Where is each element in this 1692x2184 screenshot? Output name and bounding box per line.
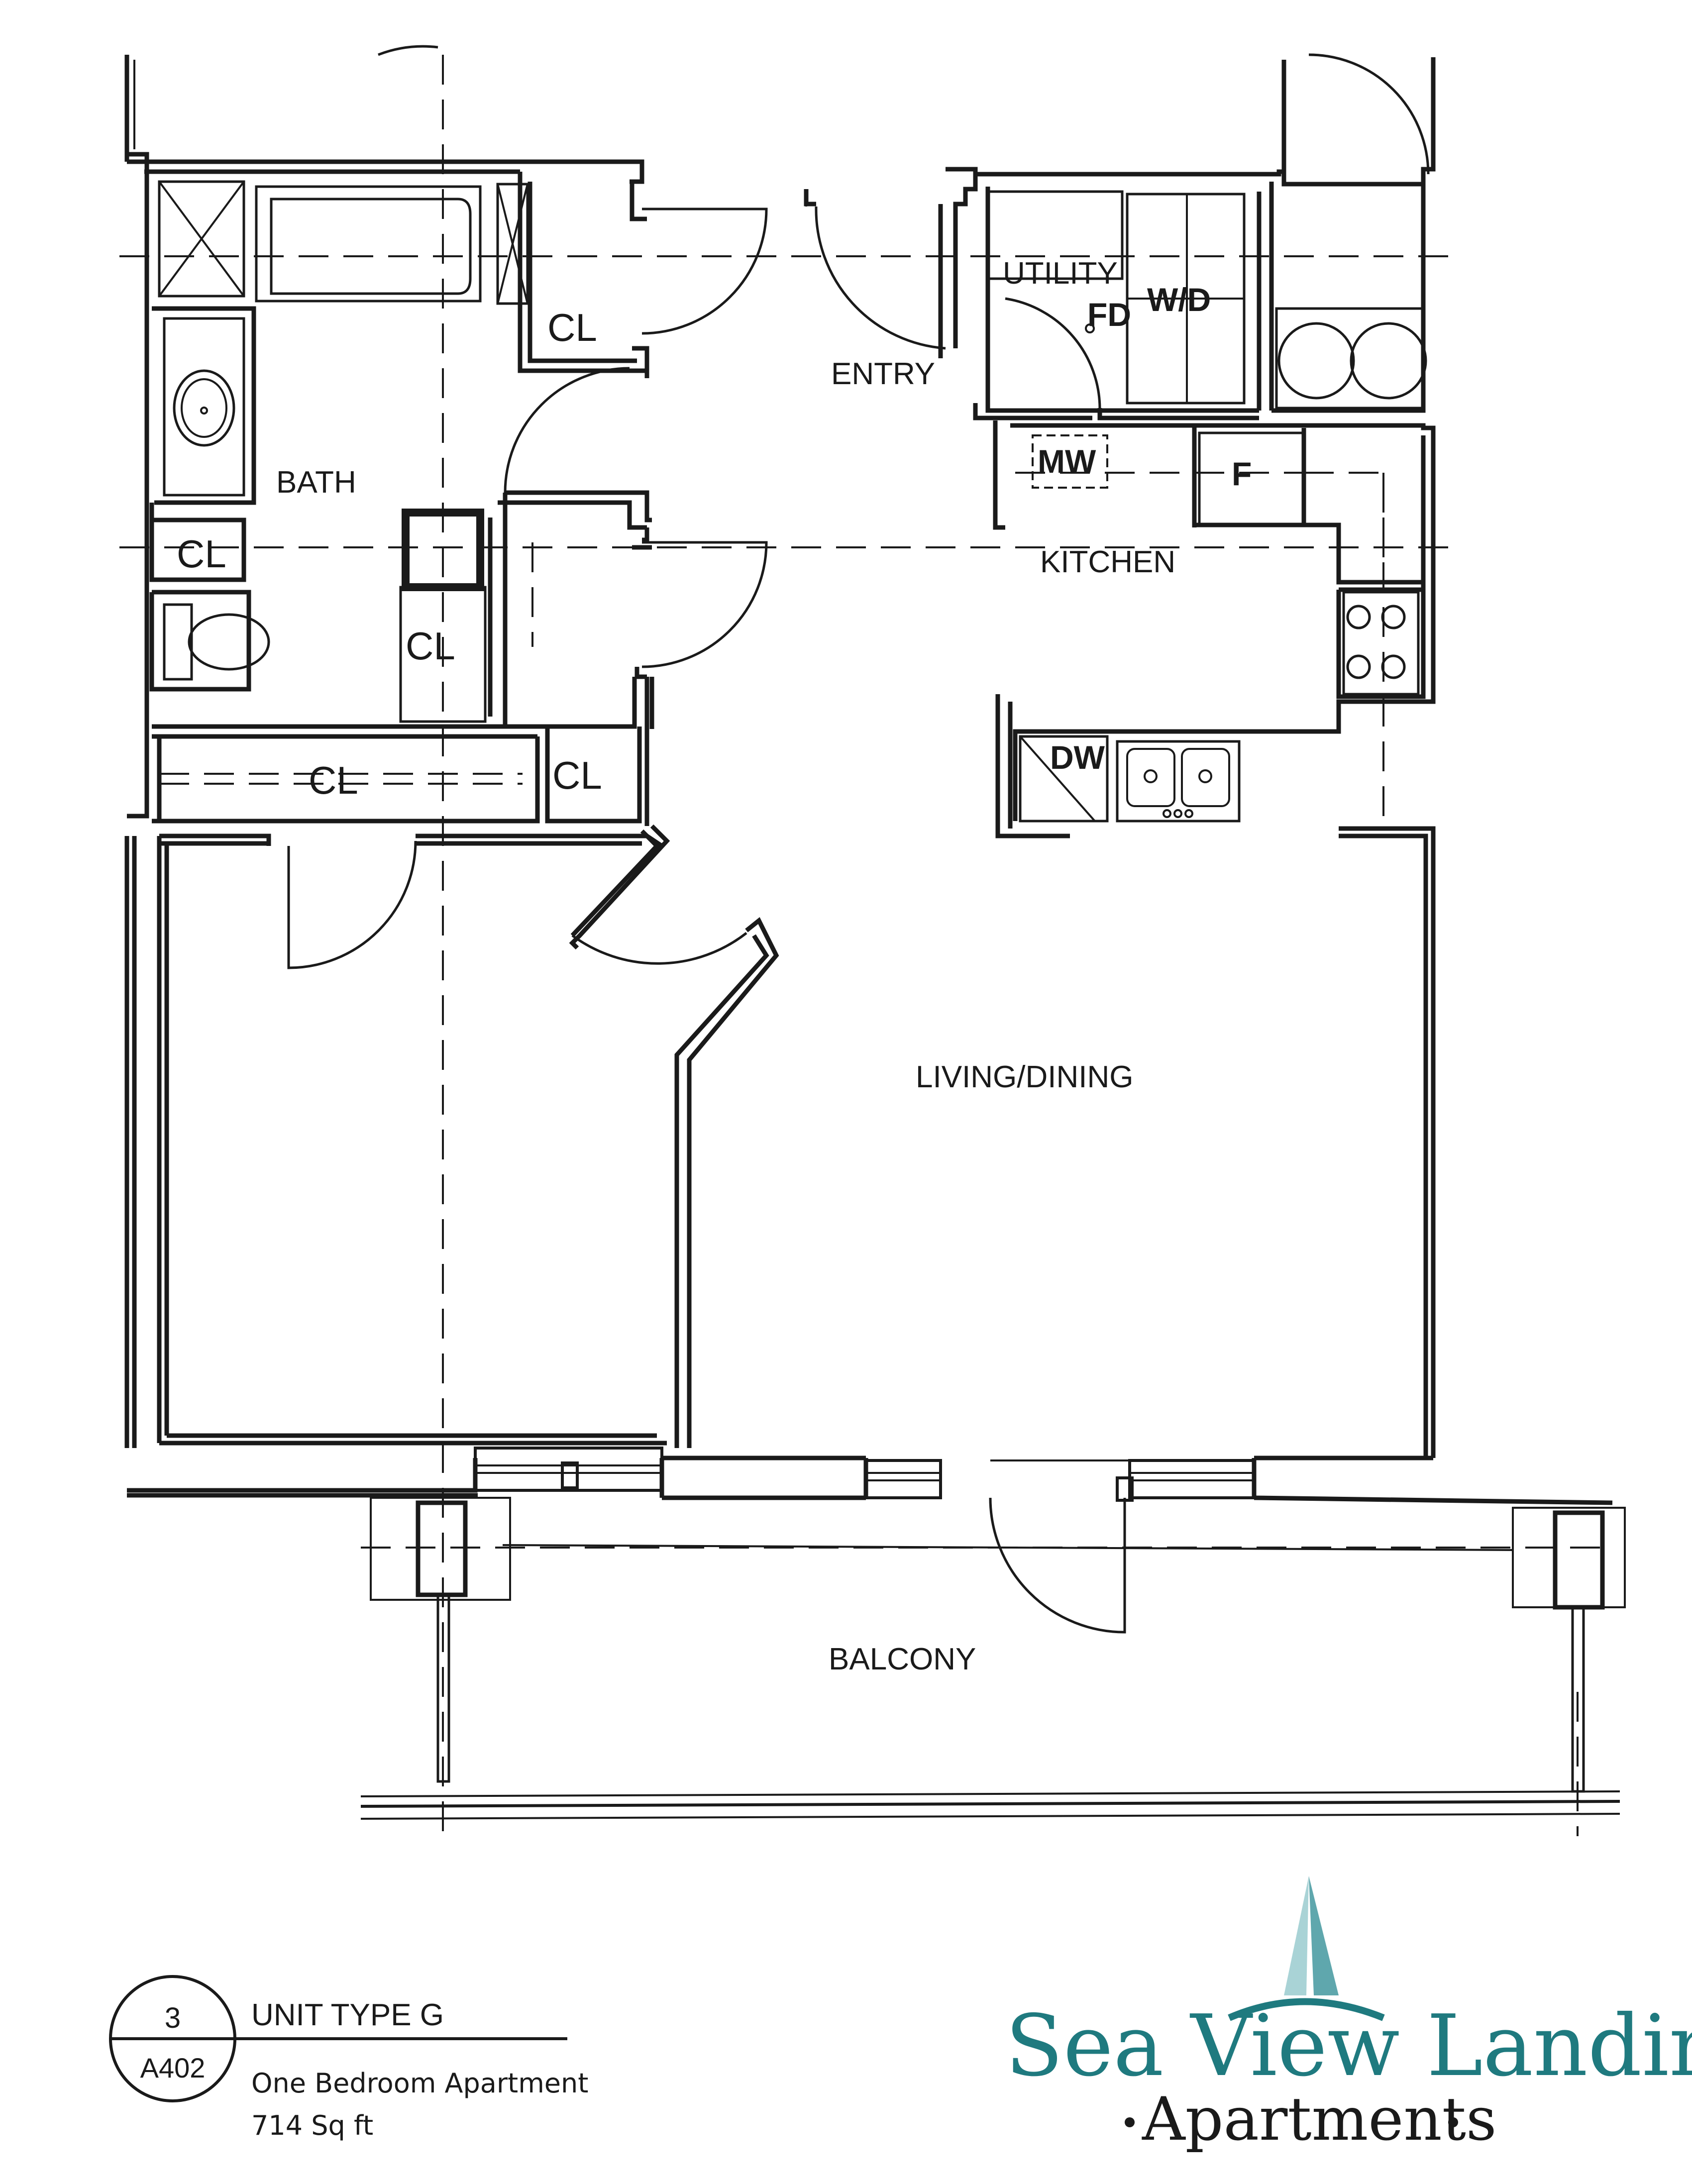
fixture-label-dw: DW xyxy=(1050,739,1105,776)
water-heater-2 xyxy=(1350,322,1427,400)
room-labels: ENTRY UTILITY BATH KITCHEN LIVING/DINING… xyxy=(177,256,1252,1676)
shower-stall xyxy=(158,180,245,298)
refrigerator xyxy=(1198,431,1305,526)
logo-dot-left xyxy=(1125,2117,1135,2127)
sail-icon xyxy=(1228,1876,1385,2021)
dishwasher xyxy=(1019,735,1109,823)
sea-view-landing-logo: Sea View Landing Apartments xyxy=(1005,1876,1692,2154)
closet-label-3: CL xyxy=(406,624,455,668)
detail-number: 3 xyxy=(165,2002,181,2034)
title-block: 3 A402 UNIT TYPE G One Bedroom Apartment… xyxy=(109,1975,588,2141)
balcony-column-right xyxy=(1553,1510,1605,1610)
fixture-label-f: F xyxy=(1232,455,1252,492)
microwave xyxy=(1032,434,1108,489)
closet-label-2: CL xyxy=(177,532,226,576)
closet-label-5: CL xyxy=(552,753,602,797)
kitchen-sink xyxy=(1116,740,1241,823)
stove xyxy=(1342,591,1420,696)
room-label-living-dining: LIVING/DINING xyxy=(916,1060,1134,1094)
unit-description: One Bedroom Apartment xyxy=(251,2068,588,2099)
sheet-number: A402 xyxy=(140,2052,206,2083)
water-heater-1 xyxy=(1277,322,1355,400)
fixture-label-mw: MW xyxy=(1038,443,1096,480)
room-label-bath: BATH xyxy=(276,465,356,500)
fixtures xyxy=(158,180,1427,823)
closet-label-1: CL xyxy=(547,306,597,349)
door-swings xyxy=(287,45,1430,1634)
room-label-utility: UTILITY xyxy=(1003,256,1118,291)
bathtub xyxy=(255,185,482,303)
floor-drain xyxy=(1085,323,1095,333)
room-label-balcony: BALCONY xyxy=(829,1642,976,1676)
toilet xyxy=(188,613,270,671)
logo-subtitle: Apartments xyxy=(1142,2085,1497,2154)
bath-sink xyxy=(173,369,235,447)
room-label-entry: ENTRY xyxy=(831,357,935,391)
fixture-label-wd: W/D xyxy=(1147,281,1211,318)
balcony-column-left xyxy=(416,1500,468,1597)
room-label-kitchen: KITCHEN xyxy=(1040,545,1175,579)
closet-label-4: CL xyxy=(309,758,358,802)
logo-name: Sea View Landing xyxy=(1005,1997,1692,2095)
balcony xyxy=(360,1497,1626,1820)
unit-type-title: UNIT TYPE G xyxy=(251,1998,444,2032)
logo-dot-right xyxy=(1448,2117,1458,2127)
fixture-label-fd: FD xyxy=(1087,296,1131,333)
unit-area: 714 Sq ft xyxy=(251,2110,373,2141)
